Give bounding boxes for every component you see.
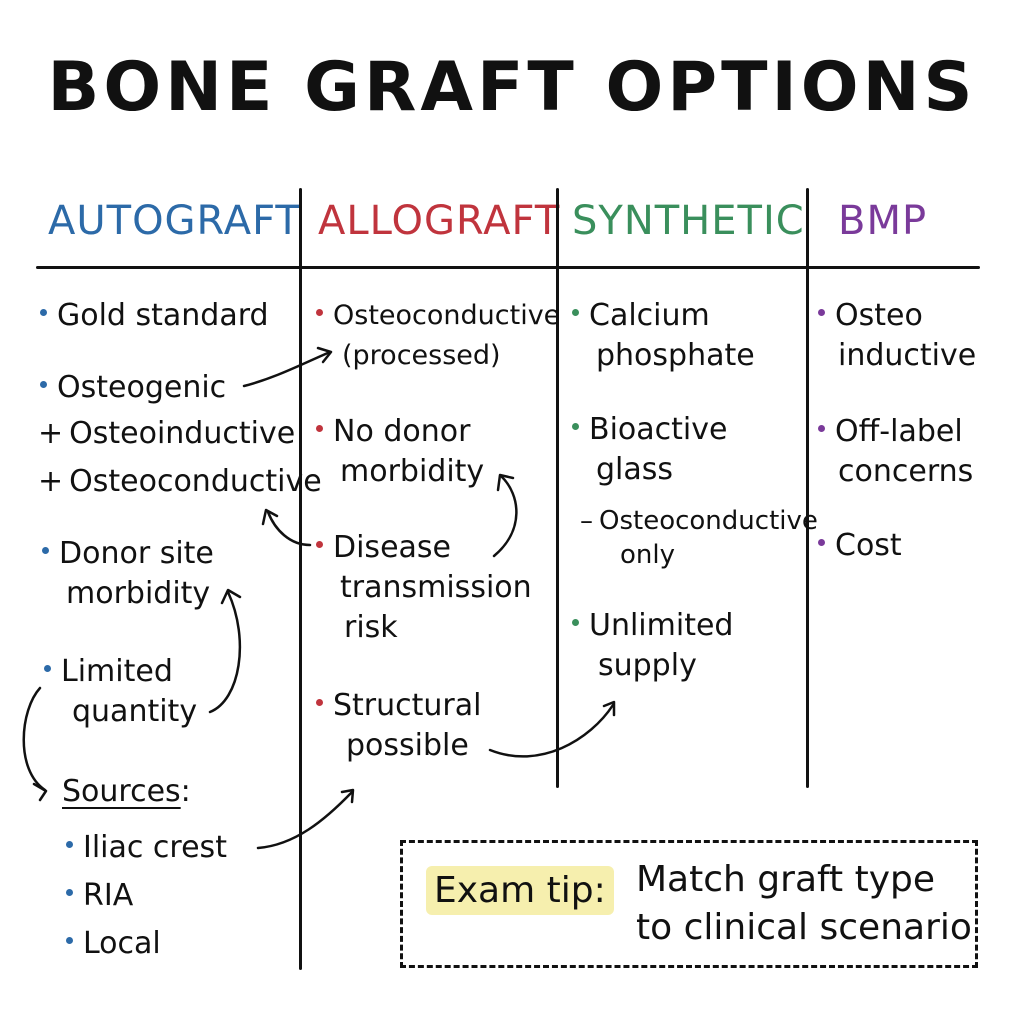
arrow-iliac-to-structural	[256, 790, 354, 850]
synthetic-item-calcium-phosphate: Calcium phosphate	[572, 296, 755, 376]
bullet-icon	[572, 309, 579, 316]
bullet-icon	[818, 539, 825, 546]
column-divider-2	[556, 188, 559, 788]
arrow-structural-to-supply	[488, 703, 615, 758]
plus-icon: +	[38, 464, 64, 499]
bullet-icon	[66, 841, 73, 848]
arrow-disease-to-osteoconductive	[266, 510, 312, 547]
column-divider-3	[806, 188, 809, 788]
source-item-ria: RIA	[66, 876, 133, 916]
source-item-local: Local	[66, 924, 161, 964]
plus-icon: +	[38, 416, 64, 451]
exam-tip-box	[400, 840, 978, 968]
bullet-icon	[572, 619, 579, 626]
arrow-quantity-to-morbidity	[208, 590, 242, 714]
bullet-icon	[40, 381, 47, 388]
bullet-icon	[66, 889, 73, 896]
autograft-item-gold-standard: Gold standard	[40, 296, 269, 336]
autograft-item-limited-quantity: Limited quantity	[44, 652, 197, 732]
allograft-item-no-donor-morbidity: No donor morbidity	[316, 412, 484, 492]
dash-icon: –	[580, 506, 593, 536]
sources-label: Sources:	[62, 774, 191, 809]
synthetic-item-bioactive-glass: Bioactive glass	[572, 410, 727, 490]
bullet-icon	[316, 699, 323, 706]
bullet-icon	[66, 937, 73, 944]
synthetic-item-unlimited-supply: Unlimited supply	[572, 606, 733, 686]
autograft-item-osteogenic: Osteogenic	[40, 368, 226, 408]
bullet-icon	[818, 309, 825, 316]
bullet-icon	[42, 547, 49, 554]
page-title: BONE GRAFT OPTIONS	[47, 48, 977, 127]
bullet-icon	[316, 309, 323, 316]
source-item-iliac-crest: Iliac crest	[66, 828, 227, 868]
exam-tip-text: Match graft type to clinical scenario	[636, 859, 972, 948]
bmp-item-off-label: Off-label concerns	[818, 412, 973, 492]
header-bmp: BMP	[838, 198, 928, 244]
bmp-item-cost: Cost	[818, 526, 902, 566]
bmp-item-osteoinductive: Osteo inductive	[818, 296, 976, 376]
exam-tip-label: Exam tip:	[426, 866, 614, 915]
bullet-icon	[316, 425, 323, 432]
bullet-icon	[572, 423, 579, 430]
synthetic-item-osteoconductive-only: –Osteoconductive only	[580, 506, 818, 570]
allograft-item-osteoconductive: Osteoconductive (processed)	[316, 296, 560, 376]
bullet-icon	[44, 665, 51, 672]
header-allograft: ALLOGRAFT	[318, 198, 561, 244]
header-synthetic: SYNTHETIC	[572, 198, 805, 244]
allograft-item-structural: Structural possible	[316, 686, 481, 766]
bullet-icon	[316, 541, 323, 548]
bullet-icon	[40, 309, 47, 316]
arrow-limited-to-sources	[22, 686, 47, 792]
column-divider-1	[299, 188, 302, 970]
autograft-item-osteoinductive: +Osteoinductive	[38, 416, 296, 451]
header-autograft: AUTOGRAFT	[48, 198, 301, 244]
bullet-icon	[818, 425, 825, 432]
autograft-item-donor-site: Donor site morbidity	[42, 534, 214, 614]
header-divider	[36, 266, 980, 269]
allograft-item-disease-transmission: Disease transmission risk	[316, 528, 532, 648]
autograft-item-osteoconductive: +Osteoconductive	[38, 464, 322, 499]
